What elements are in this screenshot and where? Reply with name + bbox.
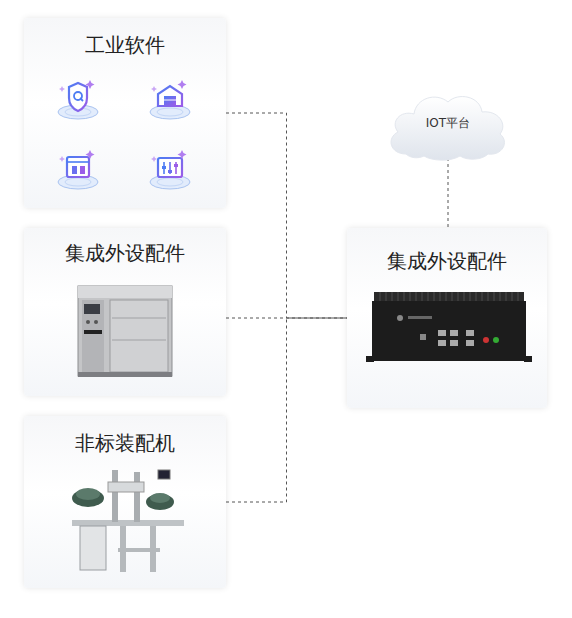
dashed-connector	[226, 318, 347, 502]
dashed-connector	[226, 318, 347, 319]
box-title: 非标装配机	[24, 430, 226, 457]
cloud-label: IOT平台	[384, 115, 512, 132]
component-box: 非标装配机	[24, 416, 226, 588]
component-box: 集成外设配件	[347, 228, 547, 408]
dashed-connector	[448, 158, 449, 228]
box-title: 集成外设配件	[347, 248, 547, 275]
cloud-node: IOT平台	[384, 88, 512, 162]
component-box: 工业软件	[24, 18, 226, 208]
component-box: 集成外设配件	[24, 228, 226, 396]
box-title: 工业软件	[24, 32, 226, 59]
box-title: 集成外设配件	[24, 240, 226, 267]
dashed-connector	[226, 113, 347, 318]
